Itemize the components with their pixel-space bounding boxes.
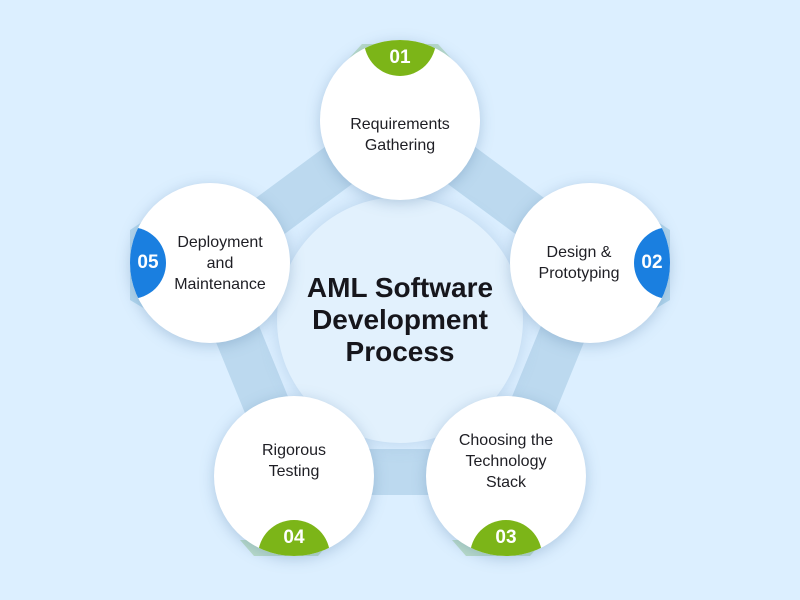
step-label-05: Deployment and Maintenance [174, 233, 266, 293]
step-node-03: 03 Choosing the Technology Stack [426, 396, 586, 556]
step-node-02: 02 Design & Prototyping [510, 183, 670, 343]
step-label-04: Rigorous Testing [261, 442, 327, 480]
step-node-04: 04 Rigorous Testing [214, 396, 374, 556]
diagram-title: AML Software Development Process [306, 272, 494, 367]
step-node-05: 05 Deployment and Maintenance [130, 183, 290, 343]
step-label-02: Design & Prototyping [538, 244, 620, 282]
step-label-03: Choosing the Technology Stack [458, 431, 554, 491]
step-label-01: Requirements Gathering [350, 116, 450, 154]
step-node-01: 01 Requirements Gathering [320, 40, 480, 200]
